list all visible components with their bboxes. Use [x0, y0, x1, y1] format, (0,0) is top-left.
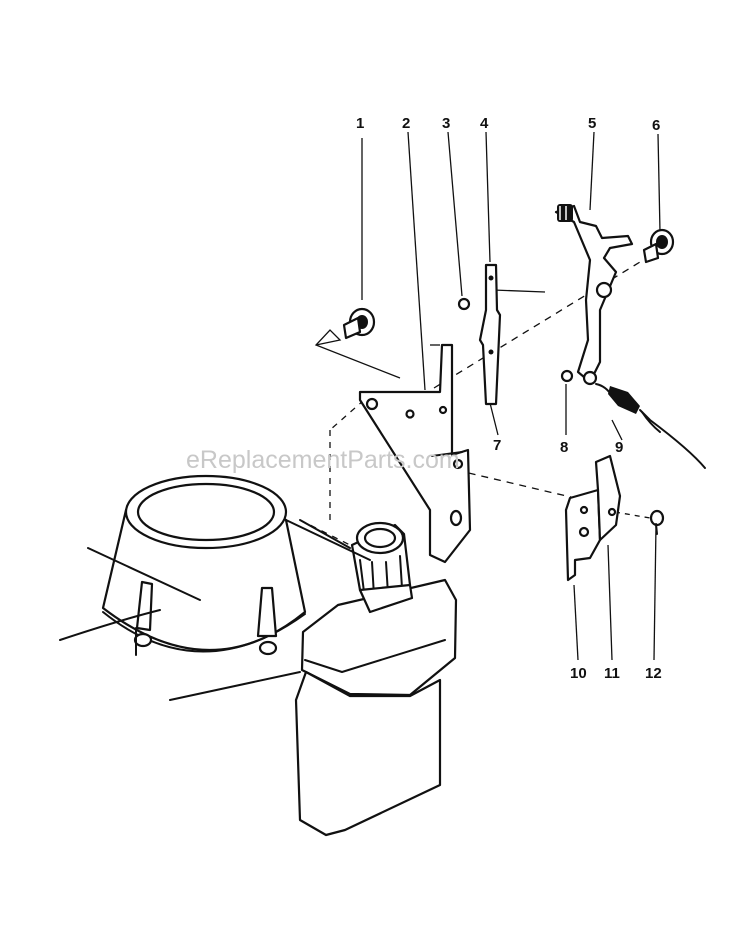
- callout-12: 12: [645, 665, 662, 682]
- callout-4: 4: [480, 115, 489, 132]
- callout-2: 2: [402, 115, 410, 132]
- screw-part-6: [642, 228, 675, 264]
- callout-5: 5: [588, 115, 596, 132]
- frame-lines: [59, 519, 371, 701]
- engine-cup: [101, 474, 307, 656]
- callout-11: 11: [604, 665, 620, 682]
- callout-10: 10: [570, 665, 587, 682]
- callout-8: 8: [560, 439, 568, 456]
- clamp-part-11: [594, 454, 622, 542]
- leader-lines: [299, 131, 661, 661]
- pin-part-8: [560, 369, 574, 383]
- lever-part-5: [554, 204, 634, 386]
- engine-tank: [294, 578, 458, 837]
- callout-labels: 1 2 3 4 5 6 7 8 9 10 11 12: [356, 115, 662, 682]
- screw-part-12: [649, 509, 665, 535]
- spring-cable-part-9: [595, 383, 706, 469]
- watermark: eReplacementParts.com: [186, 446, 460, 474]
- screw-part-1: [342, 307, 376, 340]
- link-part-4-7: [478, 263, 502, 406]
- callout-7: 7: [493, 437, 501, 454]
- callout-3: 3: [442, 115, 450, 132]
- callout-9: 9: [615, 439, 623, 456]
- bracket-part-2: [358, 343, 472, 564]
- callout-6: 6: [652, 117, 660, 134]
- plate-part-10: [564, 488, 602, 582]
- fuel-cap: [350, 521, 414, 614]
- callout-1: 1: [356, 115, 364, 132]
- pin-part-3: [457, 297, 471, 311]
